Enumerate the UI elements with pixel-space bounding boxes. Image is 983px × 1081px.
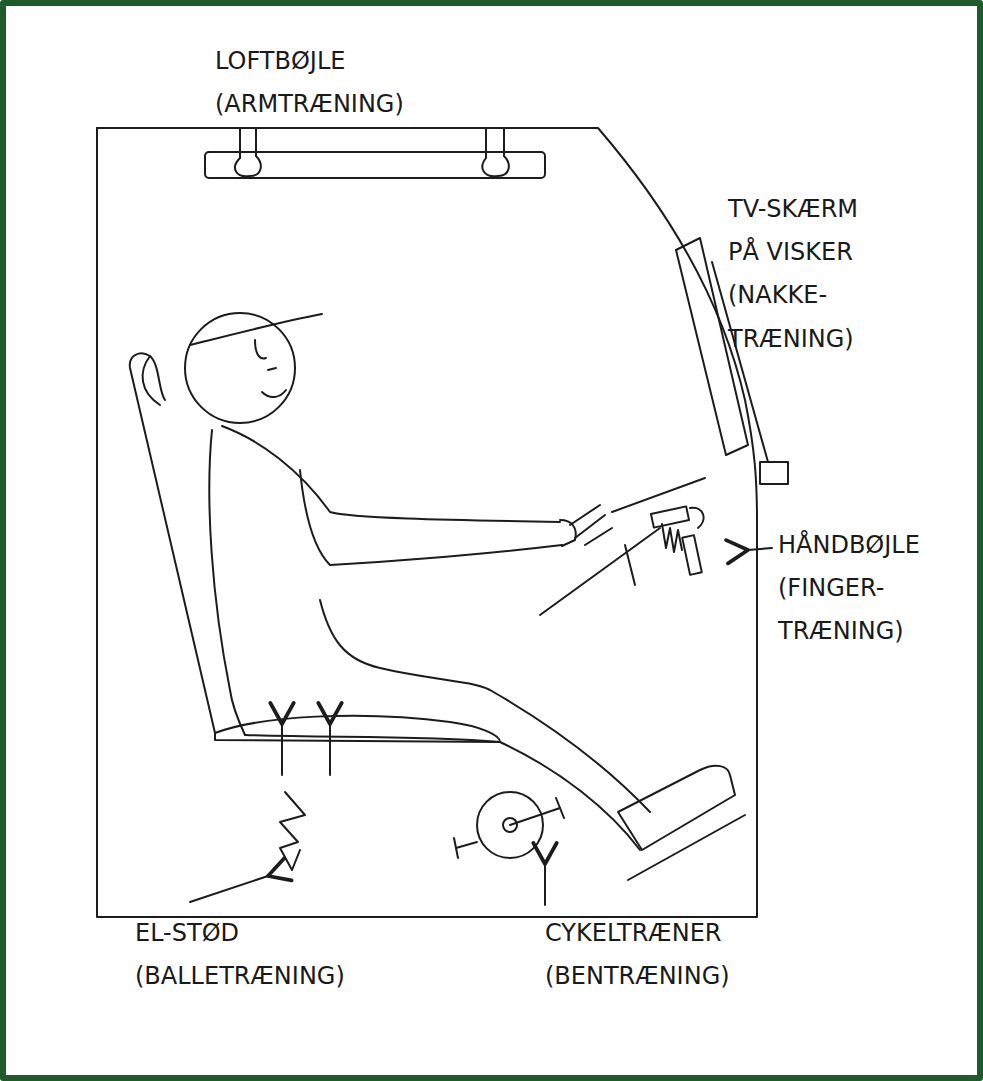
dashboard [625, 545, 635, 585]
label: EL-STØD (BALLETRÆNING) [135, 912, 345, 998]
car-outline [97, 128, 757, 917]
eye [268, 368, 276, 370]
leg-upper [320, 600, 650, 812]
hand-bar-end [690, 508, 704, 528]
label: TV-SKÆRM PÅ VISKER (NAKKE- TRÆNING) [728, 188, 886, 361]
leader-line [190, 876, 268, 902]
seat-back [130, 353, 215, 733]
leader-line [748, 548, 772, 550]
crank [510, 808, 560, 825]
label: CYKELTRÆNER (BENTRÆNING) [545, 912, 730, 998]
arm-lower [300, 470, 562, 565]
shoe [618, 766, 735, 850]
headrest [143, 356, 160, 405]
car-outline [97, 128, 757, 895]
roof-mount [482, 128, 508, 176]
hand-bar [651, 506, 689, 527]
seat-cushion [215, 716, 500, 742]
leader-line [544, 864, 546, 905]
mouth [262, 390, 286, 397]
shock-arrow [281, 724, 283, 775]
crank [456, 842, 477, 848]
wiper-mount [760, 462, 788, 484]
frame [3, 3, 980, 1078]
torso [209, 430, 245, 735]
dashboard [540, 528, 660, 615]
pedal [628, 815, 745, 880]
pedal-bar [556, 798, 564, 818]
cap-line [255, 340, 266, 358]
shock-arrow [329, 724, 331, 775]
label: HÅNDBØJLE (FINGER- TRÆNING) [778, 524, 920, 654]
spring [662, 524, 682, 552]
lightning [280, 792, 305, 870]
leg-lower [245, 735, 640, 850]
pedal-bar [454, 838, 458, 858]
roof-mount [235, 128, 261, 176]
head [185, 313, 295, 423]
hand [570, 505, 612, 545]
hand-grip [682, 535, 702, 575]
arm-upper [222, 426, 560, 522]
label: LOFTBØJLE (ARMTRÆNING) [215, 40, 404, 126]
